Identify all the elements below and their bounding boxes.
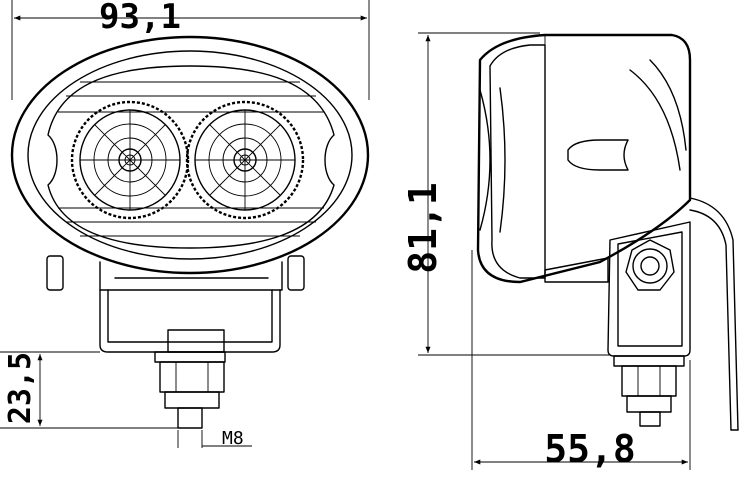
housing-inner — [27, 50, 353, 260]
mount-bolt — [154, 329, 226, 429]
depth-dimension-label: 55,8 — [544, 427, 636, 471]
bracket-height-label: 23,5 — [3, 352, 38, 424]
lug-left — [46, 255, 64, 291]
lens-ribs — [58, 81, 324, 237]
width-dimension: 93,1 — [11, 0, 370, 100]
height-dimension: 81,1 — [401, 32, 610, 356]
side-bracket — [607, 221, 691, 357]
power-cable — [689, 197, 739, 431]
depth-dimension: 55,8 — [471, 250, 691, 471]
base-plate — [99, 261, 283, 291]
pivot-bolt — [625, 239, 675, 291]
front-view: 93,1 — [0, 0, 370, 449]
reflector-right — [185, 100, 305, 220]
thread-label: M8 — [222, 428, 244, 449]
side-view: 81,1 — [401, 32, 739, 471]
bracket-height-dimension: 23,5 — [0, 351, 178, 429]
housing-outer — [10, 35, 370, 275]
side-badge — [567, 139, 629, 171]
reflector-left — [70, 100, 190, 220]
mount-bracket — [99, 289, 281, 353]
height-dimension-label: 81,1 — [401, 182, 445, 274]
width-dimension-label: 93,1 — [99, 0, 181, 37]
lug-right — [287, 255, 305, 291]
lens-window — [47, 65, 335, 249]
thread-callout: M8 — [177, 428, 252, 449]
side-housing — [476, 33, 692, 284]
side-bottom-bolt — [613, 355, 685, 427]
